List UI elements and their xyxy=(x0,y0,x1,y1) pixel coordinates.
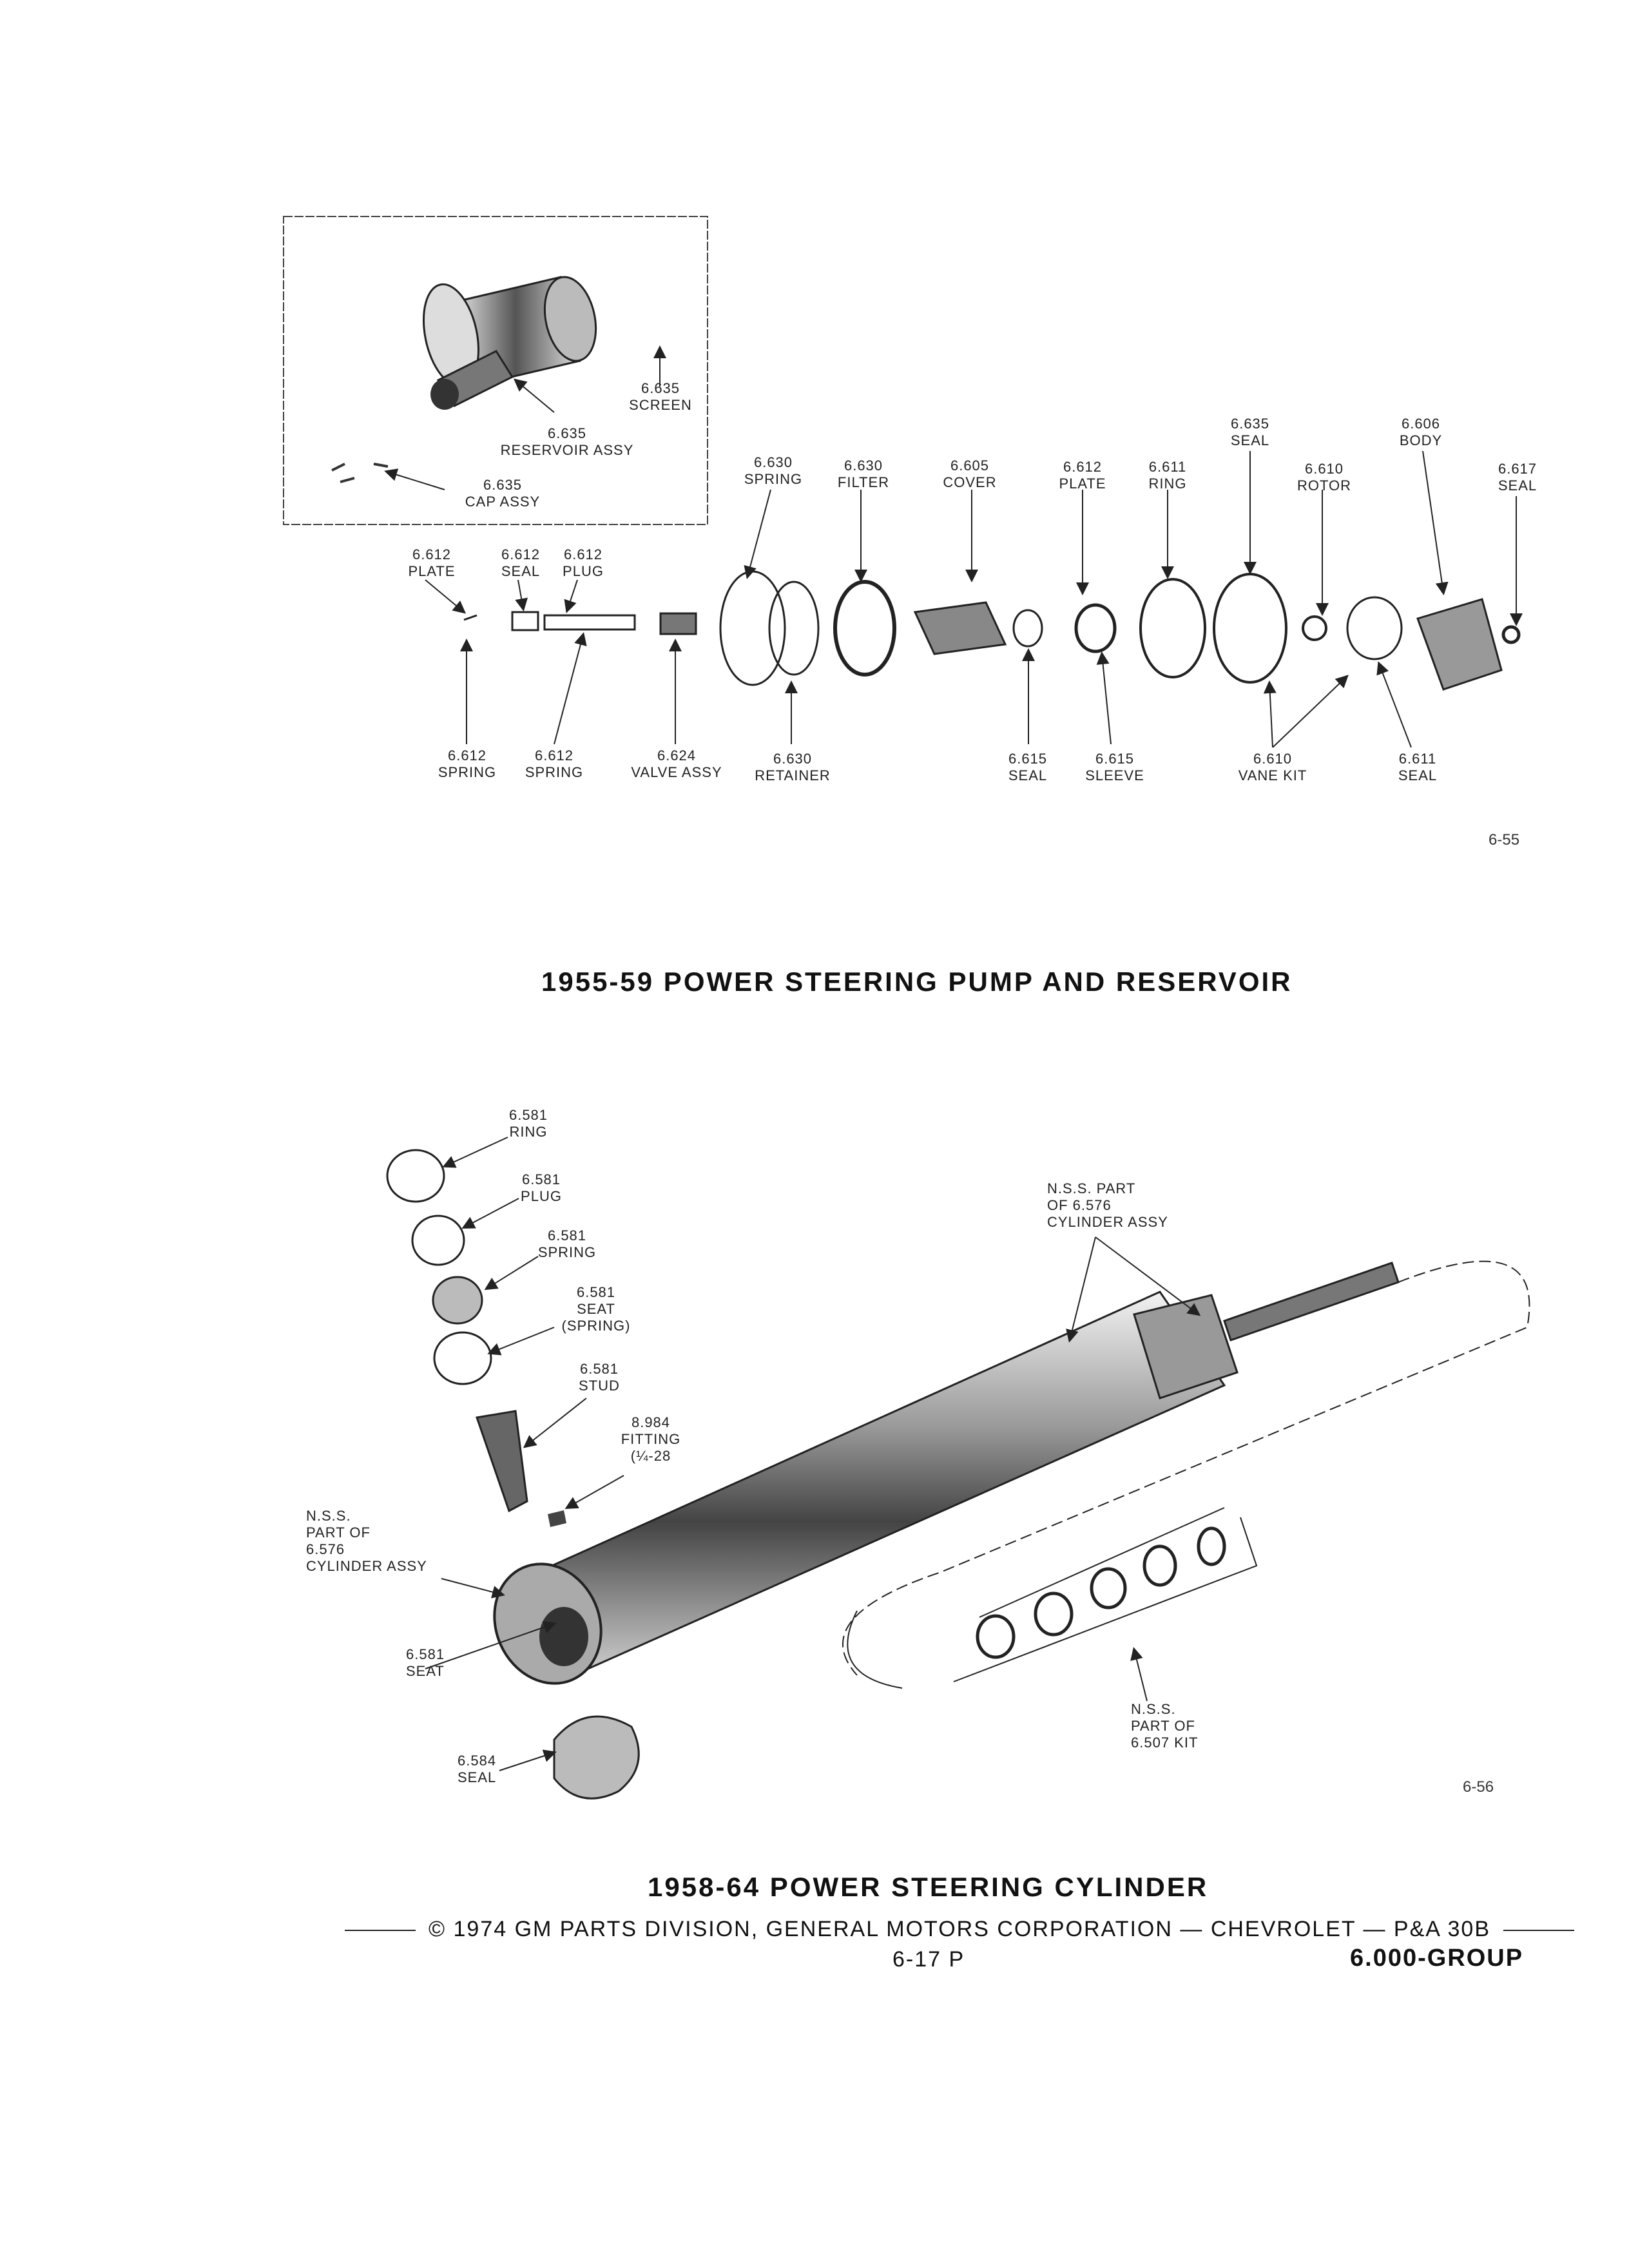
pump-parts-drawing xyxy=(463,570,1521,691)
cylinder-figure-title: 1958-64 POWER STEERING CYLINDER xyxy=(648,1872,1209,1902)
copyright-rule-right xyxy=(1503,1930,1575,1932)
figure-number-6-56: 6-56 xyxy=(1463,1778,1494,1796)
cylinder-drawing xyxy=(386,1149,1530,1800)
copyright-line: © 1974 GM PARTS DIVISION, GENERAL MOTORS… xyxy=(345,1917,1575,1942)
figure-number-6-55: 6-55 xyxy=(1489,831,1520,849)
reservoir-drawing xyxy=(422,276,597,410)
reservoir-inset-box xyxy=(283,216,708,525)
copyright-rule-left xyxy=(345,1930,416,1932)
copyright-text: © 1974 GM PARTS DIVISION, GENERAL MOTORS… xyxy=(429,1917,1491,1941)
pump-figure-title: 1955-59 POWER STEERING PUMP AND RESERVOI… xyxy=(541,966,1293,997)
group-number: 6.000-GROUP xyxy=(1350,1945,1524,1972)
page-number: 6-17 P xyxy=(892,1947,965,1972)
